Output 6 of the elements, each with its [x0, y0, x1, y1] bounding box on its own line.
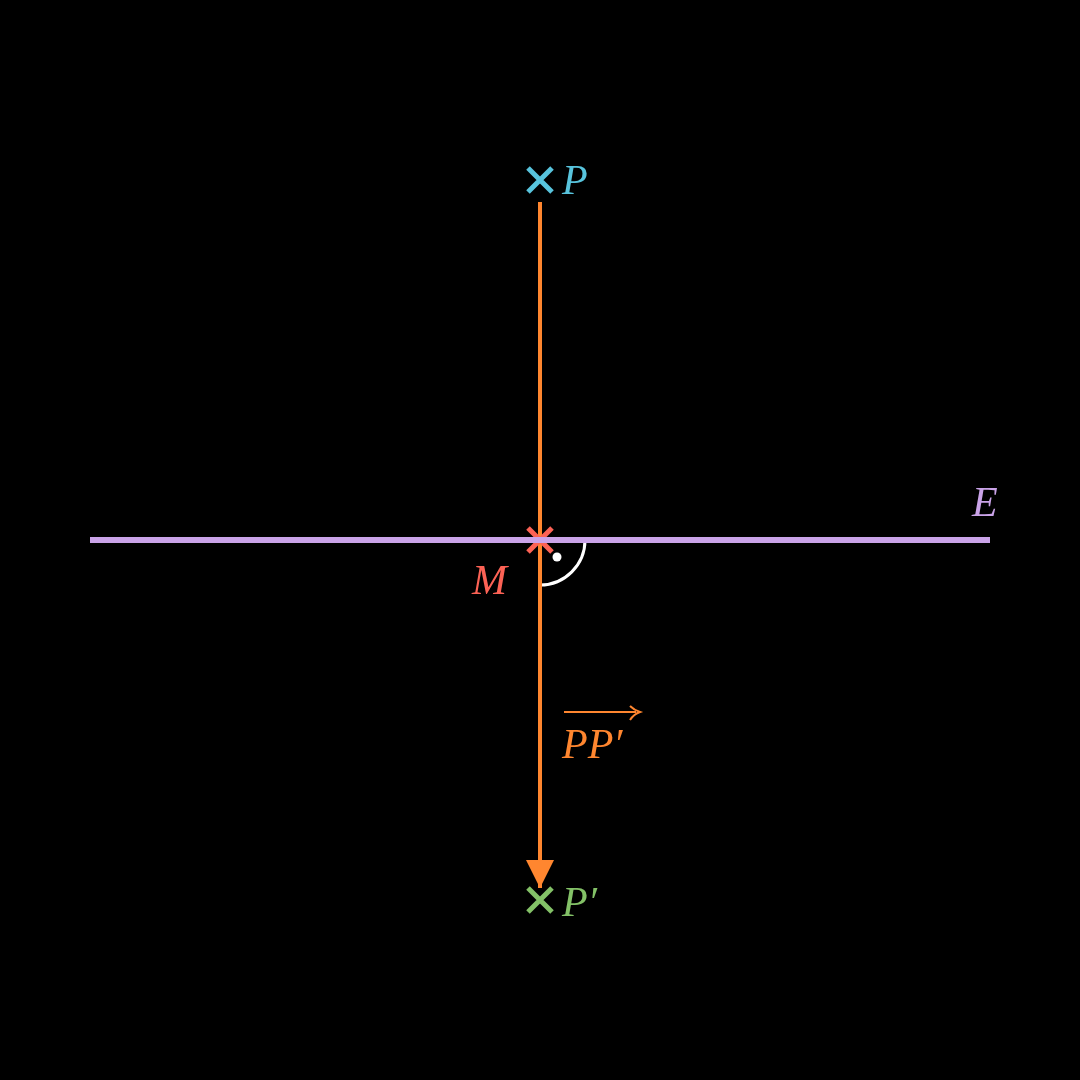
- point-label: M: [472, 558, 507, 602]
- arrow: [526, 602, 554, 888]
- point-label: P: [562, 158, 588, 202]
- edge-label: PP′: [562, 722, 623, 766]
- point-label: P′: [562, 880, 597, 924]
- plane-label: E: [972, 480, 998, 524]
